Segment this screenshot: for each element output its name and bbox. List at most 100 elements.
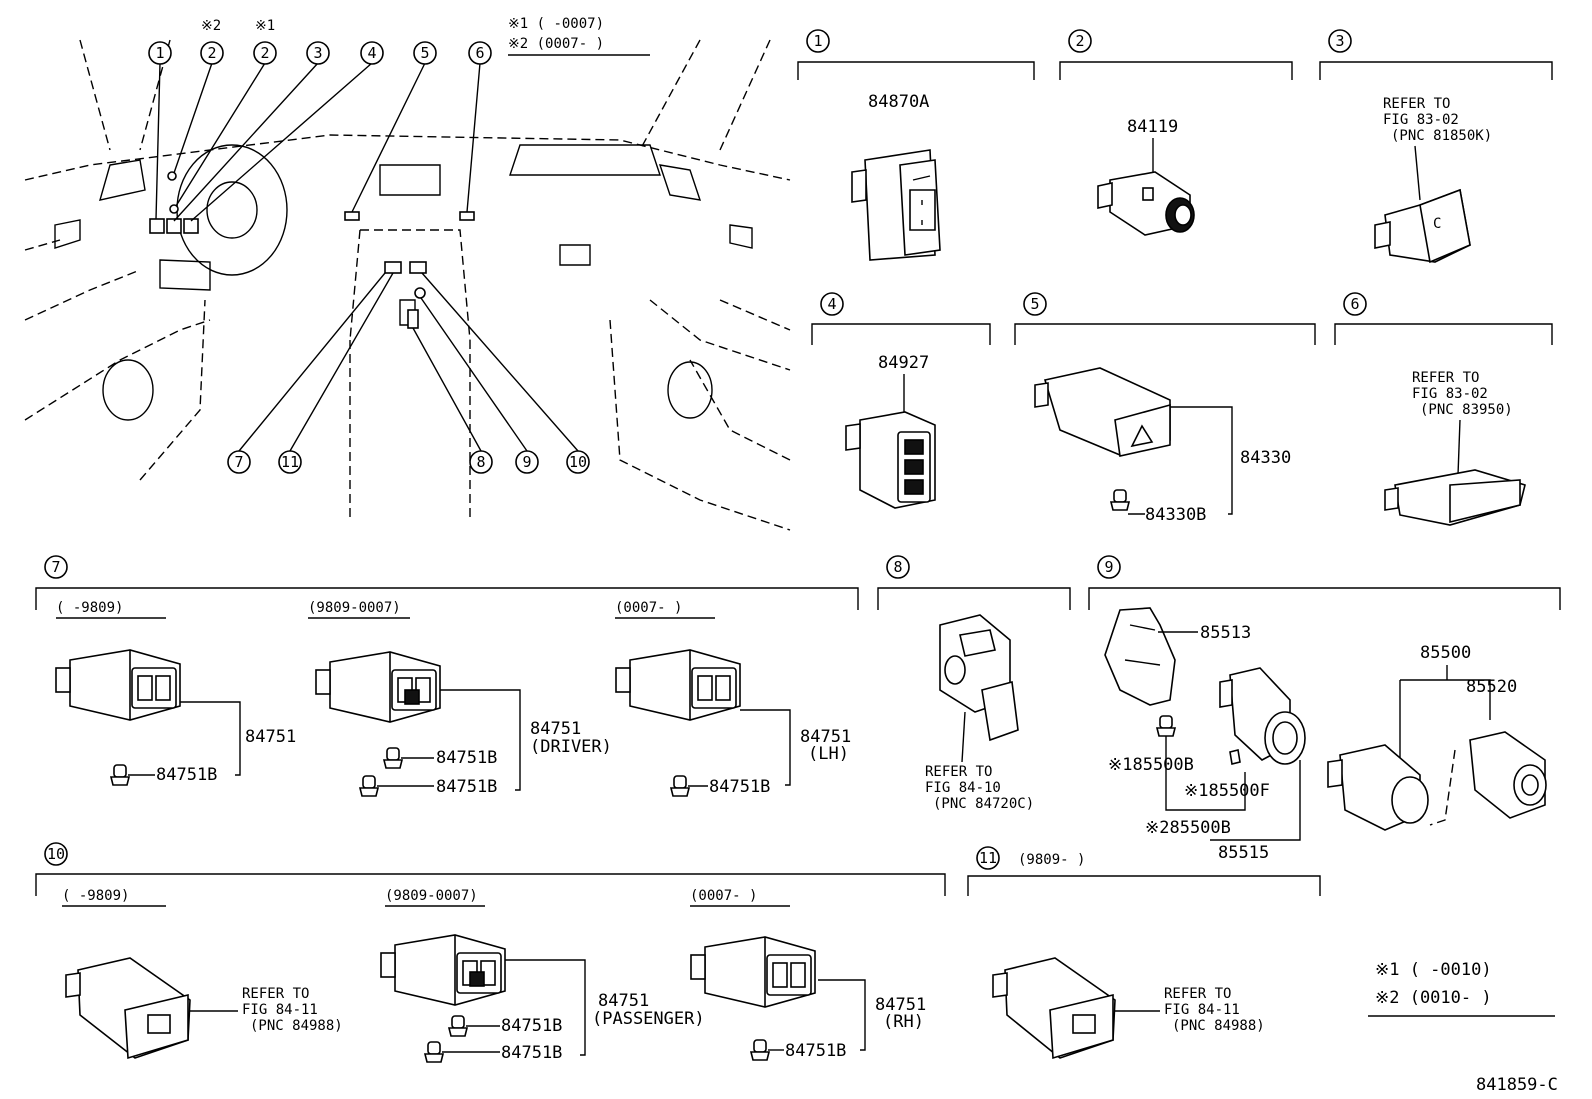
section-7: 7 ( -9809) (9809-0007) (0007- ) 84751 84… bbox=[35, 555, 859, 797]
security-label-icon: C bbox=[1433, 216, 1441, 232]
svg-text:3: 3 bbox=[1335, 32, 1344, 50]
marker-star2: ※2 bbox=[201, 18, 221, 34]
section-6: 6 REFER TO FIG 83-02 (PNC 83950) bbox=[1334, 292, 1553, 526]
svg-text:(PNC 84720C): (PNC 84720C) bbox=[933, 796, 1034, 812]
callout-2b: 2 bbox=[253, 41, 277, 65]
svg-text:5: 5 bbox=[420, 44, 429, 62]
svg-text:(PNC 84988): (PNC 84988) bbox=[250, 1018, 343, 1034]
svg-text:FIG 83-02: FIG 83-02 bbox=[1383, 112, 1459, 128]
svg-text:84751B: 84751B bbox=[436, 748, 497, 768]
svg-text:(LH): (LH) bbox=[808, 744, 849, 764]
svg-text:FIG 84-11: FIG 84-11 bbox=[242, 1002, 318, 1018]
svg-text:(RH): (RH) bbox=[883, 1012, 924, 1032]
svg-text:10: 10 bbox=[47, 845, 65, 863]
part-85500: 85500 bbox=[1420, 643, 1471, 663]
callout-2a: 2 bbox=[200, 41, 224, 65]
part-84751-a: 84751 bbox=[245, 727, 296, 747]
svg-text:84751B: 84751B bbox=[436, 777, 497, 797]
svg-text:REFER TO: REFER TO bbox=[242, 986, 309, 1002]
section-4: 4 84927 bbox=[811, 292, 991, 509]
svg-text:(9809-0007): (9809-0007) bbox=[308, 600, 401, 616]
svg-text:REFER TO: REFER TO bbox=[1412, 370, 1479, 386]
svg-text:(PNC 83950): (PNC 83950) bbox=[1420, 402, 1513, 418]
callout-1: 1 bbox=[148, 41, 172, 65]
svg-text:FIG 84-10: FIG 84-10 bbox=[925, 780, 1001, 796]
part-84751-b: 84751 bbox=[530, 719, 581, 739]
svg-text:84751B: 84751B bbox=[156, 765, 217, 785]
svg-text:2: 2 bbox=[1075, 32, 1084, 50]
svg-text:(9809- ): (9809- ) bbox=[1018, 852, 1085, 868]
svg-text:REFER TO: REFER TO bbox=[925, 764, 992, 780]
svg-text:11: 11 bbox=[979, 849, 997, 867]
callout-6: 6 bbox=[468, 41, 492, 65]
svg-text:( -9809): ( -9809) bbox=[62, 888, 129, 904]
part-84119: 84119 bbox=[1127, 117, 1178, 137]
callout-5: 5 bbox=[413, 41, 437, 65]
svg-text:84751B: 84751B bbox=[501, 1043, 562, 1063]
svg-text:FIG 84-11: FIG 84-11 bbox=[1164, 1002, 1240, 1018]
svg-text:7: 7 bbox=[234, 453, 243, 471]
svg-text:(DRIVER): (DRIVER) bbox=[530, 737, 612, 757]
svg-text:( -9809): ( -9809) bbox=[56, 600, 123, 616]
section-11: 11 (9809- ) REFER TO FIG 84-11 (PNC 8498… bbox=[967, 846, 1321, 1060]
svg-text:1: 1 bbox=[155, 44, 164, 62]
part-84751-c: 84751 bbox=[800, 727, 851, 747]
svg-text:7: 7 bbox=[51, 558, 60, 576]
callout-9: 9 bbox=[515, 450, 539, 474]
part-84751-e: 84751 bbox=[875, 995, 926, 1015]
section-9: 9 85513 ※185500B ※185500F ※285500B 85515… bbox=[1088, 555, 1561, 863]
part-185500F: ※185500F bbox=[1184, 781, 1270, 801]
part-285500B: ※285500B bbox=[1145, 818, 1231, 838]
top-note-star1: ※1 ( -0007) bbox=[508, 16, 604, 32]
svg-text:FIG 83-02: FIG 83-02 bbox=[1412, 386, 1488, 402]
svg-text:11: 11 bbox=[281, 453, 299, 471]
section-5: 5 84330 84330B bbox=[1014, 292, 1316, 525]
svg-text:(PNC 81850K): (PNC 81850K) bbox=[1391, 128, 1492, 144]
section-10: 10 ( -9809) (9809-0007) (0007- ) REFER T… bbox=[35, 842, 946, 1063]
callout-10: 10 bbox=[566, 450, 590, 474]
svg-text:8: 8 bbox=[893, 558, 902, 576]
callout-11: 11 bbox=[278, 450, 302, 474]
svg-text:2: 2 bbox=[260, 44, 269, 62]
svg-text:6: 6 bbox=[475, 44, 484, 62]
svg-text:(PNC 84988): (PNC 84988) bbox=[1172, 1018, 1265, 1034]
figure-code: 841859-C bbox=[1476, 1075, 1558, 1095]
svg-text:REFER TO: REFER TO bbox=[1383, 96, 1450, 112]
callout-3: 3 bbox=[306, 41, 330, 65]
part-84751-d: 84751 bbox=[598, 991, 649, 1011]
section-2: 2 84119 bbox=[1059, 29, 1293, 236]
svg-text:(PASSENGER): (PASSENGER) bbox=[592, 1009, 705, 1029]
svg-text:4: 4 bbox=[367, 44, 376, 62]
overview-callouts: 1 2 2 3 4 5 6 7 11 8 9 10 bbox=[148, 41, 590, 474]
part-85515: 85515 bbox=[1218, 843, 1269, 863]
svg-text:10: 10 bbox=[569, 453, 587, 471]
svg-text:5: 5 bbox=[1030, 295, 1039, 313]
svg-text:4: 4 bbox=[827, 295, 836, 313]
part-84330: 84330 bbox=[1240, 448, 1291, 468]
section-1: 1 84870A bbox=[797, 29, 1035, 261]
callout-8: 8 bbox=[469, 450, 493, 474]
svg-text:(0007- ): (0007- ) bbox=[690, 888, 757, 904]
part-84927: 84927 bbox=[878, 353, 929, 373]
svg-text:84751B: 84751B bbox=[501, 1016, 562, 1036]
svg-text:84751B: 84751B bbox=[785, 1041, 846, 1061]
marker-star1: ※1 bbox=[255, 18, 275, 34]
top-note-star2: ※2 (0007- ) bbox=[508, 36, 604, 52]
interior-overview bbox=[24, 39, 791, 531]
svg-text:9: 9 bbox=[1104, 558, 1113, 576]
part-84330B: 84330B bbox=[1145, 505, 1206, 525]
bottom-note-star2: ※2 (0010- ) bbox=[1375, 988, 1492, 1008]
svg-text:(9809-0007): (9809-0007) bbox=[385, 888, 478, 904]
svg-text:8: 8 bbox=[476, 453, 485, 471]
part-85513: 85513 bbox=[1200, 623, 1251, 643]
svg-text:2: 2 bbox=[207, 44, 216, 62]
callout-4: 4 bbox=[360, 41, 384, 65]
section-3: 3 REFER TO FIG 83-02 (PNC 81850K) C bbox=[1319, 29, 1553, 264]
svg-text:84751B: 84751B bbox=[709, 777, 770, 797]
svg-text:9: 9 bbox=[522, 453, 531, 471]
svg-text:1: 1 bbox=[813, 32, 822, 50]
svg-text:(0007- ): (0007- ) bbox=[615, 600, 682, 616]
part-185500B: ※185500B bbox=[1108, 755, 1194, 775]
part-85520: 85520 bbox=[1466, 677, 1517, 697]
